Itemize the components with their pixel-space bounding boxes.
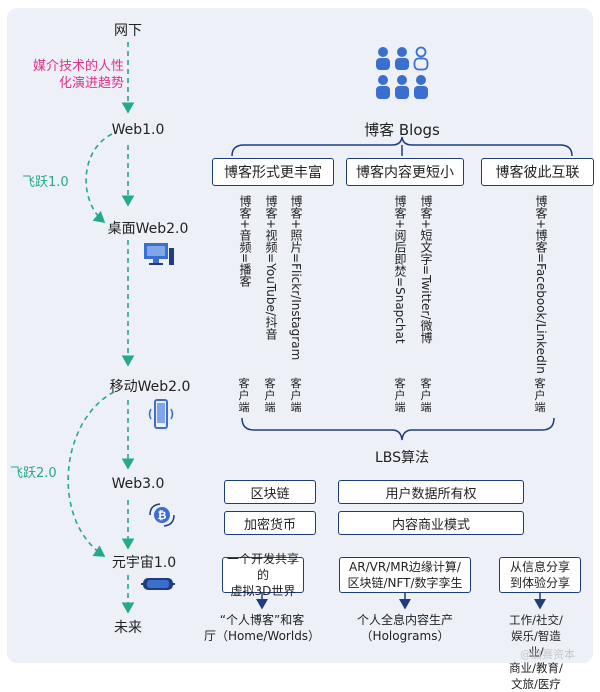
box-virtual-3d-world: 一个开发共享的虚拟3D世界 xyxy=(222,552,304,598)
client-label: 客户端 xyxy=(290,377,302,414)
stage-desktop-web2: 桌面Web2.0 xyxy=(107,221,189,237)
trend-line-2: 化演进趋势 xyxy=(58,76,124,91)
future-line: 商业/教育/文旅/医疗 xyxy=(509,661,563,691)
meta-box-line: 区块链/NFT/数字孪生 xyxy=(347,576,463,590)
client-label: 客户端 xyxy=(264,377,276,414)
mobile-phone-icon xyxy=(148,399,174,429)
leap1-label: 飞跃1.0 xyxy=(22,175,69,190)
stage-future: 未来 xyxy=(114,620,142,636)
clients-bottom-brace xyxy=(241,417,555,441)
blogs-title: 博客 Blogs xyxy=(364,121,440,139)
meta-box-line: AR/VR/MR边缘计算/ xyxy=(349,560,461,574)
blog-facebook-linkedin: 博客+博客=Facebook/LinkedIn xyxy=(534,195,548,374)
category-richer-form: 博客形式更丰富 xyxy=(212,158,334,186)
client-label: 客户端 xyxy=(534,377,546,414)
leap1-curve xyxy=(85,133,113,224)
box-blockchain: 区块链 xyxy=(224,480,316,504)
trend-note: 媒介技术的人性 化演进趋势 xyxy=(8,58,124,92)
future-line: 个人全息内容生产 xyxy=(356,613,454,627)
meta-box-line: 虚拟3D世界 xyxy=(230,584,296,598)
trend-line-1: 媒介技术的人性 xyxy=(32,59,124,74)
future-personal-blog-hall: “个人博客”和客 厅（Home/Worlds） xyxy=(204,612,320,644)
blog-audio-podcast: 博客+音频=播客 xyxy=(238,195,252,288)
stage-mobile-web2: 移动Web2.0 xyxy=(109,379,191,395)
blog-photo-flickr: 博客+照片=Flickr/Instagram xyxy=(289,195,303,361)
box-crypto-currency: 加密货币 xyxy=(224,511,316,535)
future-line: （Holograms） xyxy=(360,629,450,643)
box-content-business-model: 内容商业模式 xyxy=(338,511,524,535)
vr-headset-icon xyxy=(141,578,175,590)
stage-web1: Web1.0 xyxy=(111,122,165,138)
blogs-top-brace xyxy=(231,136,573,157)
svg-text:₿: ₿ xyxy=(158,509,167,522)
diagram-canvas: 网下 媒介技术的人性 化演进趋势 Web1.0 飞跃1.0 桌面Web2.0 移… xyxy=(7,8,594,691)
category-shorter-content: 博客内容更短小 xyxy=(346,158,464,186)
desktop-computer-icon xyxy=(144,243,174,265)
box-tech-stack: AR/VR/MR边缘计算/区块链/NFT/数字孪生 xyxy=(339,557,471,593)
stage-metaverse: 元宇宙1.0 xyxy=(111,555,177,571)
leap2-curve xyxy=(67,391,115,557)
client-label: 客户端 xyxy=(420,377,432,414)
box-experience-sharing: 从信息分享到体验分享 xyxy=(499,557,581,593)
watermark: @启赛资本 xyxy=(520,648,575,661)
future-line: “个人博客”和客 xyxy=(219,613,305,627)
leap2-label: 飞跃2.0 xyxy=(10,466,57,481)
future-line: 厅（Home/Worlds） xyxy=(203,629,321,643)
connector-lines xyxy=(67,42,573,614)
blog-video-youtube: 博客+视频=YouTube/抖音 xyxy=(264,195,278,340)
meta-box-line: 从信息分享 xyxy=(509,560,570,574)
client-label: 客户端 xyxy=(238,377,250,414)
future-line: 工作/社交/娱乐/智造业/ xyxy=(509,613,563,659)
box-user-data-ownership: 用户数据所有权 xyxy=(338,480,524,504)
client-label: 客户端 xyxy=(394,377,406,414)
bitcoin-cycle-icon: ₿ xyxy=(149,503,175,527)
future-holograms: 个人全息内容生产 （Holograms） xyxy=(357,612,453,644)
lbs-algorithm: LBS算法 xyxy=(374,450,430,466)
people-group-icon xyxy=(376,46,429,99)
meta-box-line: 到体验分享 xyxy=(509,576,570,590)
category-interconnected: 博客彼此互联 xyxy=(481,158,594,186)
stage-web3: Web3.0 xyxy=(111,476,165,492)
stage-offline: 网下 xyxy=(114,23,142,39)
blog-twitter-weibo: 博客+短文字=Twitter/微博 xyxy=(419,195,433,344)
meta-box-line: 一个开发共享的 xyxy=(226,552,299,582)
blog-snapchat: 博客+阅后即焚=Snapchat xyxy=(393,195,407,344)
